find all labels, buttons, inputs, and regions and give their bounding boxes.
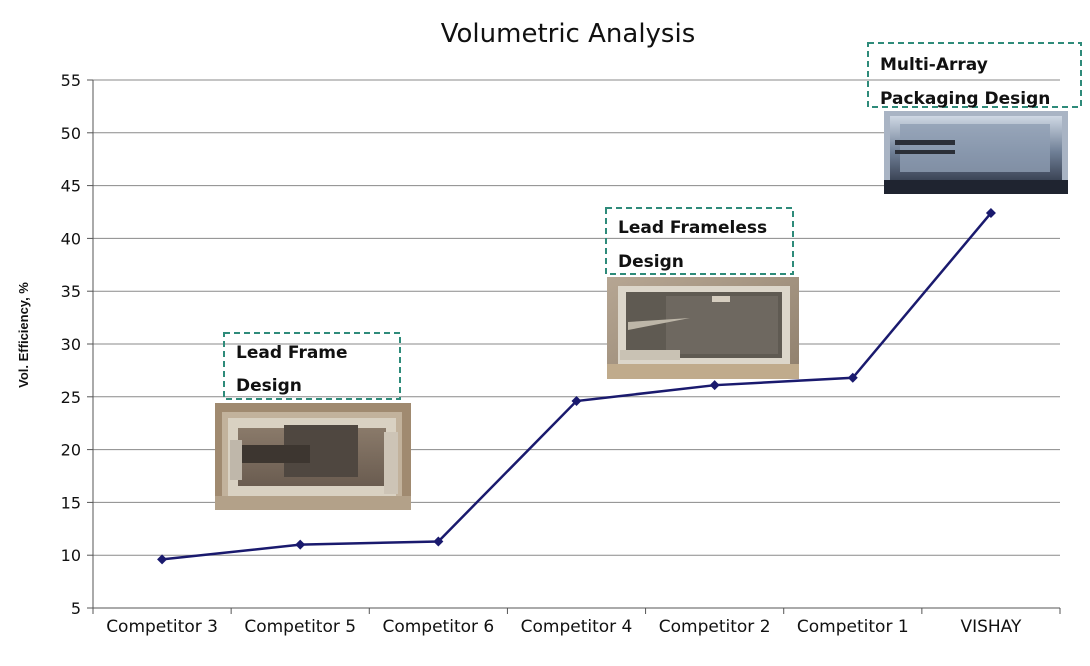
y-tick-labels: 5 10 15 20 25 30 35 40 45 50 55 (61, 71, 81, 618)
callout-label-line-2: Packaging Design (880, 89, 1050, 109)
axes (87, 79, 1061, 614)
data-point-marker (571, 396, 582, 407)
y-tick-label: 30 (61, 335, 81, 354)
y-tick-label: 10 (61, 546, 81, 565)
x-tick-label: Competitor 3 (106, 617, 218, 637)
x-tick-label: Competitor 6 (382, 617, 494, 637)
callout-label-line-2: Design (618, 252, 684, 272)
x-tick-label: Competitor 2 (659, 617, 771, 637)
data-markers (157, 208, 996, 565)
y-tick-label: 5 (71, 599, 81, 618)
x-tick-label: Competitor 5 (244, 617, 356, 637)
x-tick-label: Competitor 4 (521, 617, 633, 637)
data-point-marker (847, 372, 858, 383)
y-tick-label: 55 (61, 71, 81, 90)
callout-lead-frame: Lead Frame Design (215, 332, 411, 510)
x-tick-label: Competitor 1 (797, 617, 909, 637)
lead-frameless-cross-section-photo (607, 277, 799, 379)
y-tick-label: 15 (61, 493, 81, 512)
data-point-marker (295, 539, 306, 550)
y-tick-label: 20 (61, 441, 81, 460)
callout-box (223, 332, 401, 400)
callout-label-line-1: Lead Frame (236, 343, 348, 363)
y-tick-label: 50 (61, 124, 81, 143)
y-tick-label: 40 (61, 229, 81, 248)
multi-array-cross-section-photo (884, 111, 1068, 194)
y-tick-label: 35 (61, 282, 81, 301)
y-tick-label: 25 (61, 388, 81, 407)
data-point-marker (157, 554, 168, 565)
callout-box (867, 42, 1082, 108)
y-axis-label: Vol. Efficiency, % (16, 282, 31, 388)
chart-title: Volumetric Analysis (441, 19, 696, 49)
callout-multi-array: Multi-Array Packaging Design (867, 42, 1082, 194)
callout-lead-frameless: Lead Frameless Design (605, 207, 799, 379)
x-tick-labels: Competitor 3 Competitor 5 Competitor 6 Comp… (106, 617, 1022, 637)
y-tick-label: 45 (61, 177, 81, 196)
callout-label-line-2: Design (236, 376, 302, 396)
data-point-marker (985, 208, 996, 219)
data-point-marker (709, 380, 720, 391)
x-tick-label: VISHAY (960, 617, 1022, 637)
lead-frame-cross-section-photo (215, 403, 411, 510)
callout-label-line-1: Lead Frameless (618, 218, 767, 238)
callout-label-line-1: Multi-Array (880, 55, 988, 75)
callout-box (605, 207, 794, 275)
data-point-marker (433, 536, 444, 547)
